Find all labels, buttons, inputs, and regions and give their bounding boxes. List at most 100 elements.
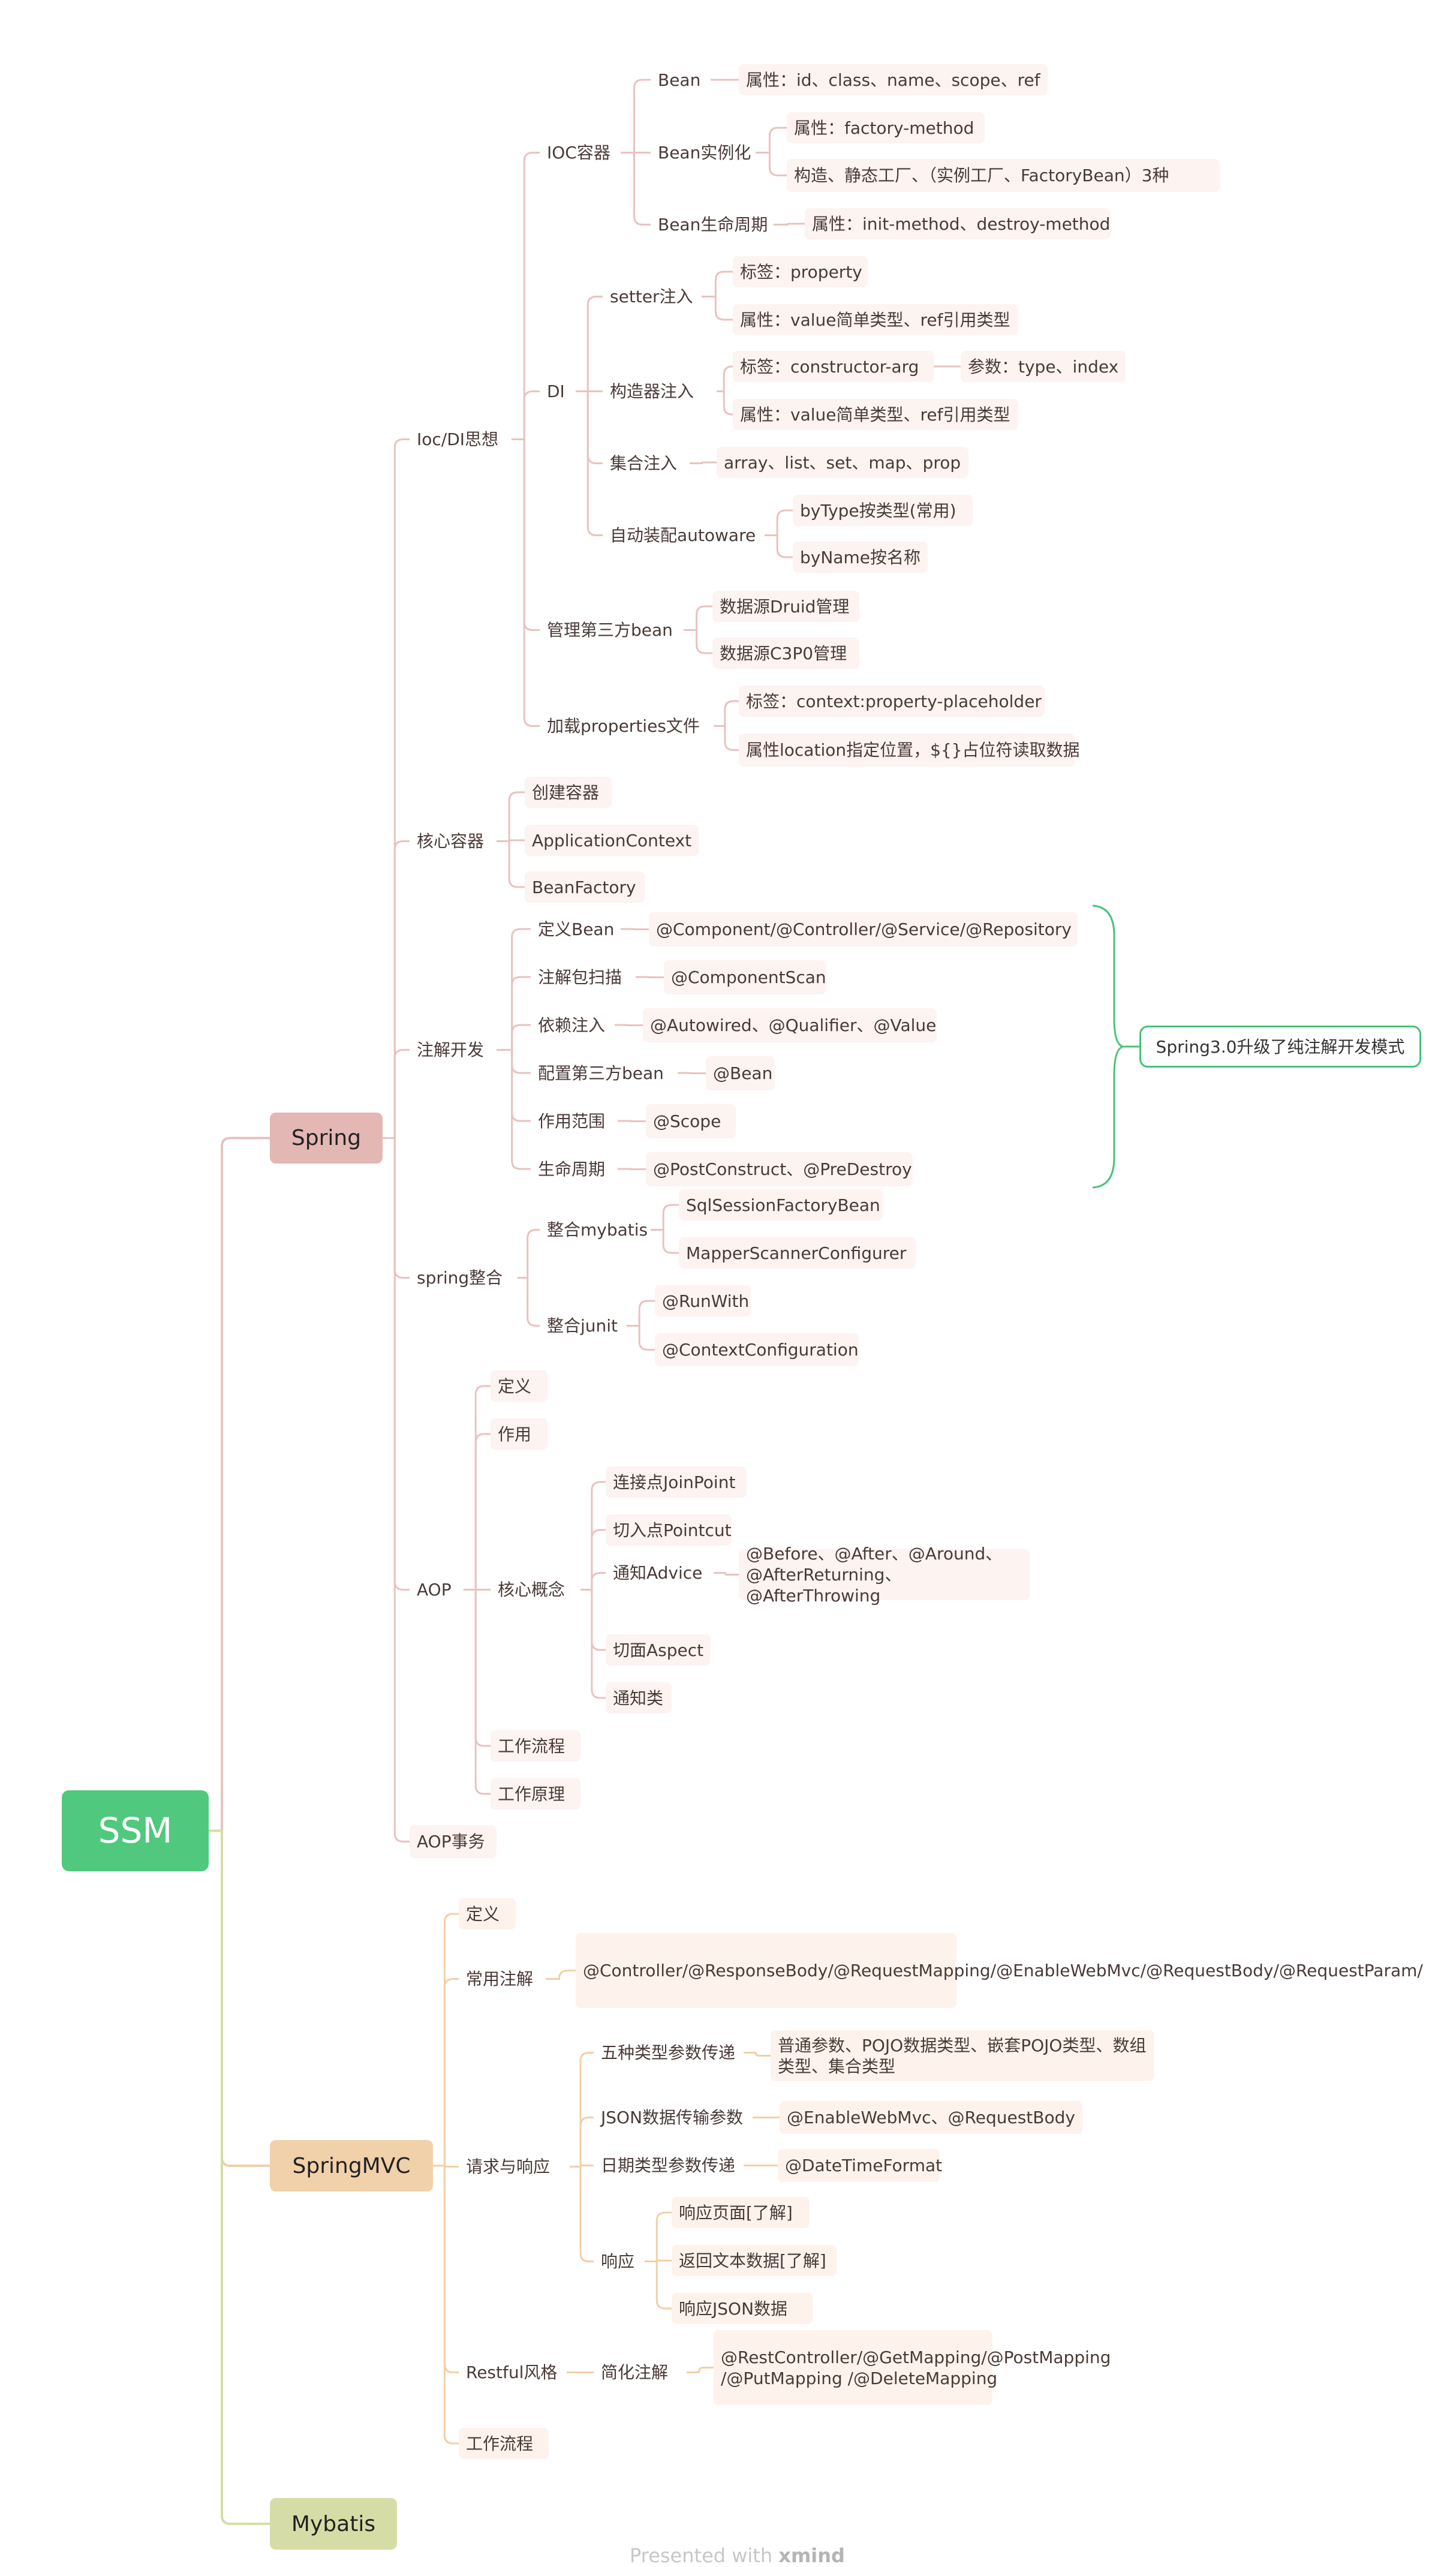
node-scope[interactable]: 作用范围 [538,1111,606,1131]
node-appctx[interactable]: ApplicationContext [525,825,699,856]
connector-ssfb [651,1204,679,1231]
node-advclass[interactable]: 通知类 [606,1682,672,1714]
node-byname[interactable]: byName按名称 [793,542,928,573]
node-common[interactable]: 常用注解 [466,1969,534,1989]
node-props-attr[interactable]: 属性location指定位置，${}占位符读取数据 [739,734,1080,767]
node-simple[interactable]: 简化注解 [601,2362,669,2382]
node-bean-attr[interactable]: 属性：id、class、name、scope、ref [739,64,1048,95]
connector-defbean [497,928,531,1051]
node-aop[interactable]: AOP [417,1580,452,1600]
node-ctxcfg[interactable]: @ContextConfiguration [655,1333,859,1366]
node-aop-def[interactable]: 定义 [491,1370,547,1402]
node-restful[interactable]: Restful风格 [466,2362,558,2382]
node-integ[interactable]: spring整合 [417,1268,503,1288]
connector-druid [684,605,712,631]
connector-int_mybatis [518,1229,540,1279]
node-principle[interactable]: 工作原理 [491,1778,580,1809]
node-coll-types[interactable]: array、list、set、map、prop [717,447,968,478]
node-springmvc[interactable]: SpringMVC [270,2140,433,2192]
node-beanfactory[interactable]: BeanFactory [525,871,645,903]
connector-di [512,390,540,440]
node-date[interactable]: 日期类型参数传递 [601,2156,736,2175]
node-simple-v[interactable]: @RestController/@GetMapping/@PostMapping… [714,2330,1111,2405]
connector-resp_json [645,2261,672,2310]
node-ctor-tag[interactable]: 标签：constructor-arg [733,351,934,382]
node-resp[interactable]: 响应 [601,2252,635,2271]
node-reqresp[interactable]: 请求与响应 [466,2157,550,2177]
node-int-junit[interactable]: 整合junit [547,1316,618,1336]
node-defbean[interactable]: 定义Bean [538,919,615,939]
node-ioc[interactable]: IOC容器 [547,143,610,163]
node-bytype[interactable]: byType按类型(常用) [793,495,973,526]
node-setter-tag[interactable]: 标签：property [733,256,868,287]
node-mvc-def[interactable]: 定义 [459,1898,516,1929]
summary-brace [1092,904,1126,1189]
node-ctor-attr[interactable]: 属性：value简单类型、ref引用类型 [733,399,1018,430]
node-ctor-param[interactable]: 参数：type、index [961,351,1126,382]
node-ctor[interactable]: 构造器注入 [610,381,694,401]
connector-dep [497,1024,531,1051]
node-cfg3[interactable]: 配置第三方bean [538,1063,664,1083]
node-setter-attr[interactable]: 属性：value简单类型、ref引用类型 [733,304,1018,335]
node-dep-v[interactable]: @Autowired、@Qualifier、@Value [643,1008,937,1042]
node-life-v[interactable]: @PostConstruct、@PreDestroy [646,1152,913,1186]
node-defbean-v[interactable]: @Component/@Controller/@Service/@Reposit… [649,912,1078,946]
node-resp-json[interactable]: 响应JSON数据 [672,2293,813,2324]
node-aspect[interactable]: 切面Aspect [606,1634,711,1666]
node-flow[interactable]: 工作流程 [491,1730,580,1762]
connector-ctor_attr [717,390,733,416]
node-pointcut[interactable]: 切入点Pointcut [606,1514,732,1546]
node-bean-inst[interactable]: Bean实例化 [658,143,751,163]
node-setter[interactable]: setter注入 [610,287,693,306]
node-autowire[interactable]: 自动装配autoware [610,525,756,545]
node-advice[interactable]: 通知Advice [613,1563,703,1583]
node-bean-life[interactable]: Bean生命周期 [658,215,768,235]
node-runwith[interactable]: @RunWith [655,1285,751,1316]
node-mvc-flow[interactable]: 工作流程 [459,2428,549,2459]
node-life[interactable]: 生命周期 [538,1159,606,1179]
node-aop-use[interactable]: 作用 [491,1418,547,1450]
node-c3p0[interactable]: 数据源C3P0管理 [712,638,859,669]
node-scan[interactable]: 注解包扫描 [538,967,622,987]
node-mybatis[interactable]: Mybatis [270,2498,397,2550]
node-ssm[interactable]: SSM [62,1790,209,1871]
connector-advice [580,1572,606,1591]
node-date-v[interactable]: @DateTimeFormat [778,2149,942,2182]
node-bean[interactable]: Bean [658,70,701,90]
node-five-v[interactable]: 普通参数、POJO数据类型、嵌套POJO类型、数组类型、集合类型 [771,2030,1154,2081]
node-json-v[interactable]: @EnableWebMvc、@RequestBody [780,2101,1082,2134]
node-props-tag[interactable]: 标签：context:property-placeholder [739,686,1045,717]
node-common-v[interactable]: @Controller/@ResponseBody/@RequestMappin… [576,1933,1423,2008]
node-concepts[interactable]: 核心概念 [498,1580,565,1600]
node-di[interactable]: DI [547,381,565,401]
node-scan-v[interactable]: @ComponentScan [664,960,826,994]
node-resp-page[interactable]: 响应页面[了解] [672,2197,810,2228]
node-core[interactable]: 核心容器 [417,831,485,851]
node-spring[interactable]: Spring [270,1113,383,1164]
node-int-mybatis[interactable]: 整合mybatis [547,1220,648,1240]
node-third[interactable]: 管理第三方bean [547,620,673,640]
node-dep[interactable]: 依赖注入 [538,1015,606,1035]
node-ssfb[interactable]: SqlSessionFactoryBean [679,1189,883,1221]
node-props[interactable]: 加载properties文件 [547,716,700,736]
node-scope-v[interactable]: @Scope [646,1104,736,1138]
node-create[interactable]: 创建容器 [525,777,612,808]
node-msc[interactable]: MapperScannerConfigurer [679,1237,916,1269]
node-inst-ways[interactable]: 构造、静态工厂、（实例工厂、FactoryBean）3种 [787,159,1220,192]
node-iocdi[interactable]: Ioc/DI思想 [417,429,499,449]
node-json[interactable]: JSON数据传输参数 [601,2108,744,2127]
node-druid[interactable]: 数据源Druid管理 [712,591,859,622]
node-coll[interactable]: 集合注入 [610,453,678,473]
node-resp-text[interactable]: 返回文本数据[了解] [672,2245,837,2276]
connector-resp_page [645,2211,672,2262]
node-tx[interactable]: AOP事务 [410,1825,497,1858]
node-anno[interactable]: 注解开发 [417,1040,485,1060]
node-inst-attr[interactable]: 属性：factory-method [787,112,985,143]
node-cfg3-v[interactable]: @Bean [706,1056,775,1090]
node-joinpoint[interactable]: 连接点JoinPoint [606,1466,747,1498]
node-life-attr[interactable]: 属性：init-method、destroy-method [805,208,1111,239]
node-five[interactable]: 五种类型参数传递 [601,2043,736,2063]
summary-callout[interactable]: Spring3.0升级了纯注解开发模式 [1139,1026,1421,1068]
node-advice-v[interactable]: @Before、@After、@Around、@AfterReturning、@… [739,1544,1030,1606]
connector-cfg3_v [678,1072,706,1074]
